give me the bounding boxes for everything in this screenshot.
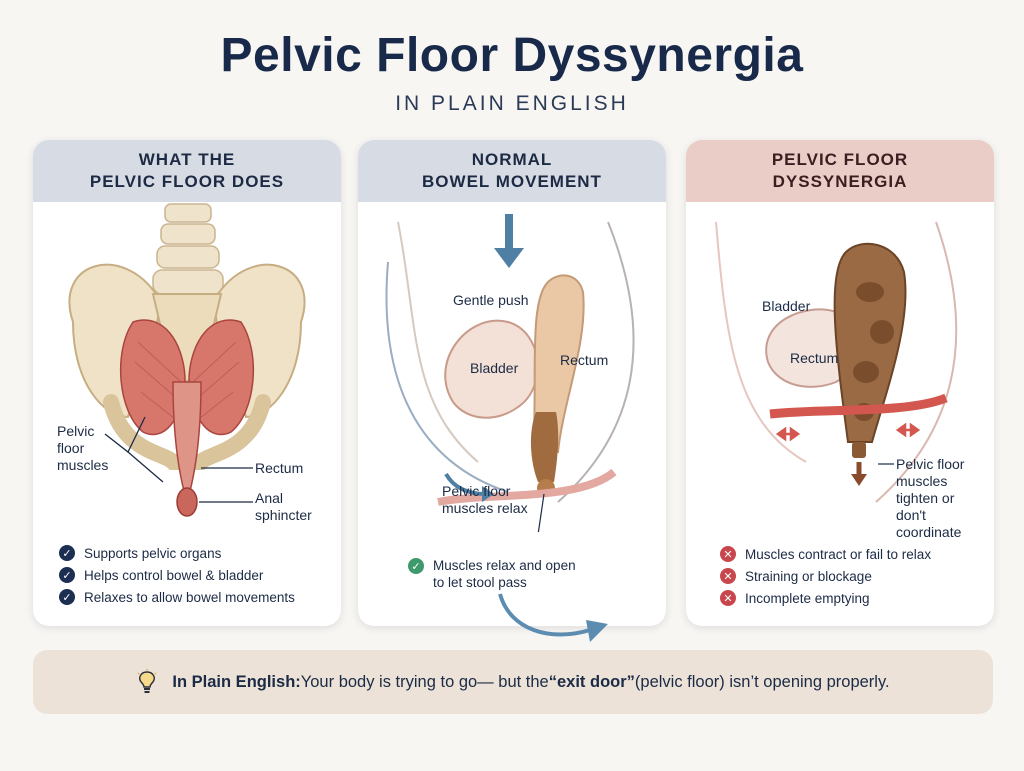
- check-icon: ✓: [59, 545, 75, 561]
- list-item: ✓Supports pelvic organs: [59, 542, 295, 564]
- normal-anatomy-illustration: [385, 214, 635, 532]
- label-bladder: Bladder: [762, 298, 811, 314]
- x-icon: ✕: [720, 546, 736, 562]
- page-title: Pelvic Floor Dyssynergia: [220, 29, 804, 82]
- x-icon: ✕: [720, 568, 736, 584]
- down-arrow-icon: [494, 248, 524, 268]
- lightbulb-icon: [136, 669, 158, 695]
- summary-emphasis: “exit door”: [548, 672, 635, 691]
- panel-dyssynergia: PELVIC FLOOR DYSSYNERGIA Bladder Rectum …: [686, 140, 994, 626]
- transition-arrow-icon: [498, 593, 608, 642]
- label-rectum: Rectum: [790, 350, 839, 366]
- outcome-list: ✓Muscles relax and open to let stool pas…: [408, 557, 576, 591]
- panel-pelvic-floor-role: WHAT THE PELVIC FLOOR DOES: [33, 140, 341, 626]
- list-item: ✕Incomplete emptying: [720, 587, 931, 609]
- summary-text: Your body is trying to go— but the: [300, 672, 549, 691]
- label-muscles-relax: Pelvic floor muscles relax: [442, 483, 528, 516]
- panel-normal-bowel-movement: NORMAL BOWEL MOVEMENT Gentle push Bladde…: [358, 140, 666, 626]
- page-subtitle: IN PLAIN ENGLISH: [395, 92, 629, 115]
- label-bladder: Bladder: [470, 360, 519, 376]
- dyssynergia-anatomy-illustration: [715, 221, 958, 503]
- panel-heading: WHAT THE PELVIC FLOOR DOES: [33, 140, 341, 202]
- symptom-list: ✕Muscles contract or fail to relax ✕Stra…: [720, 543, 931, 609]
- check-icon: ✓: [408, 558, 424, 574]
- list-item: ✓Muscles relax and open to let stool pas…: [408, 557, 576, 591]
- x-icon: ✕: [720, 590, 736, 606]
- label-rectum: Rectum: [255, 460, 304, 476]
- panel-heading: NORMAL BOWEL MOVEMENT: [358, 140, 666, 202]
- summary-lead: In Plain English:: [172, 672, 301, 691]
- panel-heading: PELVIC FLOOR DYSSYNERGIA: [686, 140, 994, 202]
- label-gentle-push: Gentle push: [453, 292, 529, 308]
- list-item: ✓Relaxes to allow bowel movements: [59, 586, 295, 608]
- label-pelvic-floor-muscles: Pelvic floor muscles: [57, 423, 109, 473]
- check-icon: ✓: [59, 589, 75, 605]
- list-item: ✕Straining or blockage: [720, 565, 931, 587]
- label-anal-sphincter: Anal sphincter: [255, 490, 312, 523]
- list-item: ✕Muscles contract or fail to relax: [720, 543, 931, 565]
- plain-english-summary: In Plain English: Your body is trying to…: [33, 650, 993, 714]
- label-muscles-tighten: Pelvic floor muscles tighten or don't co…: [896, 456, 965, 540]
- check-icon: ✓: [59, 567, 75, 583]
- pelvis-illustration: [68, 203, 306, 517]
- list-item: ✓Helps control bowel & bladder: [59, 564, 295, 586]
- label-rectum: Rectum: [560, 352, 609, 368]
- summary-text-end: (pelvic floor) isn’t opening properly.: [634, 672, 890, 691]
- function-list: ✓Supports pelvic organs ✓Helps control b…: [59, 542, 295, 608]
